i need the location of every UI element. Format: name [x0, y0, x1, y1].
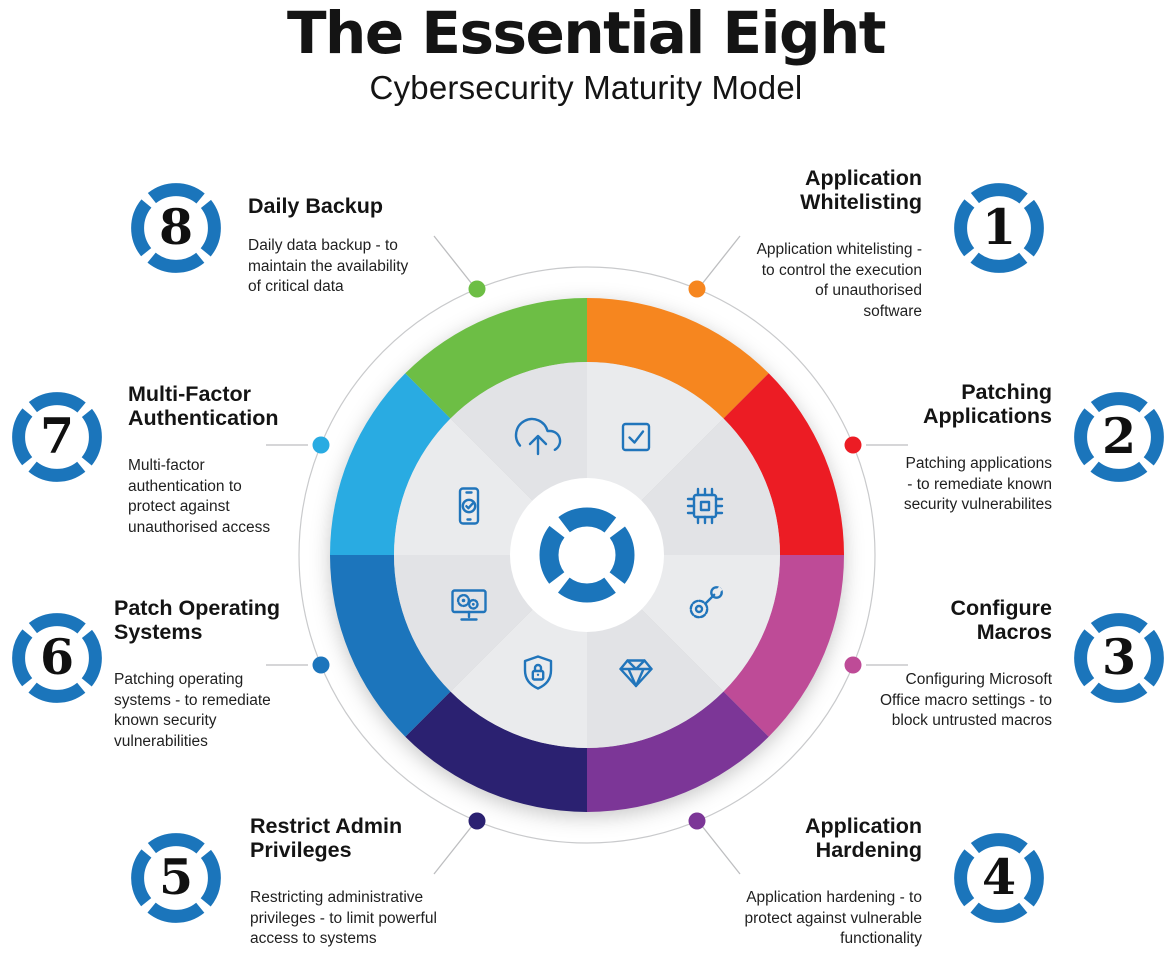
diamond-icon — [619, 659, 653, 688]
wheel-segment-2 — [723, 373, 844, 555]
item-3-description: Configuring Microsoft Office macro setti… — [880, 671, 1052, 730]
item-4-title: Application Hardening — [804, 814, 922, 863]
item-1-number-badge: 1 — [951, 180, 1047, 276]
badge-ring — [1074, 613, 1164, 703]
phone-check-icon — [458, 487, 480, 525]
item-number: 6 — [39, 627, 75, 686]
item-1-description: Application whitelisting - to control th… — [756, 241, 922, 320]
item-number: 4 — [981, 847, 1017, 906]
connector-item-5 — [433, 825, 473, 875]
dot-item-1 — [688, 280, 706, 298]
connector-item-8 — [433, 235, 473, 285]
badge-ring — [12, 613, 102, 703]
connector-item-1 — [701, 235, 741, 285]
item-5-number-badge: 5 — [128, 830, 224, 926]
wheel-segment-4 — [587, 691, 769, 812]
item-number: 7 — [39, 406, 75, 465]
item-5-text: Restrict Admin Privileges Restricting ad… — [250, 814, 437, 950]
wheel-segment-3 — [723, 555, 844, 737]
wheel-segment-5 — [405, 691, 587, 812]
connector-item-4 — [701, 825, 741, 875]
item-1-title: Application Whitelisting — [800, 166, 922, 215]
center-ring-logo — [539, 507, 635, 603]
dot-item-7 — [312, 436, 330, 454]
page-title: The Essential Eight — [286, 0, 887, 67]
item-8-text: Daily Backup Daily data backup - to main… — [248, 194, 408, 298]
item-6-description: Patching operating systems - to remediat… — [114, 671, 271, 750]
item-7-title: Multi-Factor Authentication — [128, 382, 279, 431]
badge-ring — [1074, 392, 1164, 482]
item-5-title: Restrict Admin Privileges — [250, 814, 403, 863]
item-4-description: Application hardening - to protect again… — [744, 889, 922, 948]
item-6-number-badge: 6 — [9, 610, 105, 706]
dot-item-8 — [468, 280, 486, 298]
item-number: 1 — [981, 197, 1017, 256]
item-6-title: Patch Operating Systems — [114, 596, 281, 645]
header: The Essential Eight Cybersecurity Maturi… — [0, 2, 1172, 107]
item-2-title: Patching Applications — [922, 380, 1052, 429]
item-2-number-badge: 2 — [1071, 389, 1167, 485]
item-8-number-badge: 8 — [128, 180, 224, 276]
badge-ring — [12, 392, 102, 482]
item-number: 8 — [158, 197, 194, 256]
cloud-upload-icon — [514, 417, 562, 456]
connector-lines — [266, 235, 908, 875]
shield-lock-icon — [523, 655, 553, 690]
item-7-text: Multi-Factor Authentication Multi-factor… — [128, 382, 279, 539]
item-3-title: Configure Macros — [950, 596, 1052, 645]
gear-wrench-icon — [689, 586, 723, 619]
chip-icon — [686, 487, 724, 525]
item-4-text: Application Hardening Application harden… — [744, 814, 922, 950]
badge-ring — [131, 183, 221, 273]
item-number: 5 — [158, 847, 194, 906]
wheel-segment-6 — [330, 555, 451, 737]
wheel-segment-7 — [330, 373, 451, 555]
badge-ring — [131, 833, 221, 923]
item-8-description: Daily data backup - to maintain the avai… — [248, 237, 409, 296]
dot-item-3 — [844, 656, 862, 674]
item-5-description: Restricting administrative privileges - … — [250, 889, 437, 948]
wheel-segments — [330, 298, 844, 812]
item-3-number-badge: 3 — [1071, 610, 1167, 706]
item-2-text: Patching Applications Patching applicati… — [904, 380, 1052, 516]
page-subtitle: Cybersecurity Maturity Model — [369, 68, 803, 106]
dot-item-2 — [844, 436, 862, 454]
item-6-text: Patch Operating Systems Patching operati… — [114, 596, 280, 753]
item-3-text: Configure Macros Configuring Microsoft O… — [880, 596, 1052, 732]
monitor-gears-icon — [451, 589, 487, 621]
item-8-title: Daily Backup — [248, 194, 384, 218]
item-2-description: Patching applications - to remediate kno… — [903, 455, 1052, 514]
wheel-body — [330, 298, 844, 812]
item-1-text: Application Whitelisting Application whi… — [757, 166, 922, 323]
wheel-segment-1 — [587, 298, 769, 419]
dot-item-6 — [312, 656, 330, 674]
item-4-number-badge: 4 — [951, 830, 1047, 926]
dot-item-5 — [468, 812, 486, 830]
badge-ring — [954, 833, 1044, 923]
outer-guide-circle — [298, 266, 876, 844]
checklist-icon — [621, 422, 651, 452]
item-7-description: Multi-factor authentication to protect a… — [128, 457, 271, 536]
wheel-segment-8 — [405, 298, 587, 419]
badge-ring — [954, 183, 1044, 273]
item-7-number-badge: 7 — [9, 389, 105, 485]
item-number: 2 — [1101, 406, 1137, 465]
segment-dots — [312, 280, 862, 830]
center-hub — [510, 478, 664, 632]
dot-item-4 — [688, 812, 706, 830]
item-number: 3 — [1101, 627, 1137, 686]
